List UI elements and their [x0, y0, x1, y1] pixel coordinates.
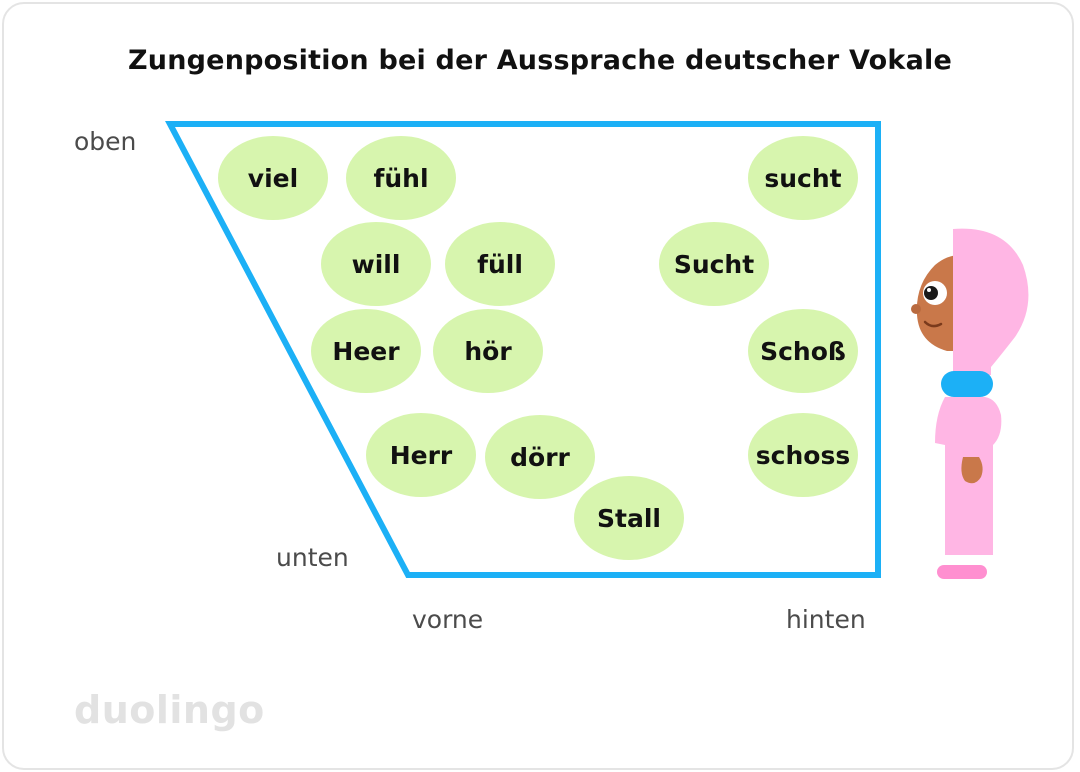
vowel-word: Heer — [311, 309, 421, 393]
vowel-word: füll — [445, 222, 555, 306]
label-front: vorne — [412, 605, 484, 634]
duolingo-logo: duolingo — [74, 688, 265, 732]
vowel-word: fühl — [346, 136, 456, 220]
character-illustration — [911, 228, 1029, 579]
vowel-word: dörr — [485, 415, 595, 499]
label-bottom: unten — [276, 543, 349, 572]
vowel-word: will — [321, 222, 431, 306]
vowel-word: Sucht — [659, 222, 769, 306]
vowel-word: Stall — [574, 476, 684, 560]
label-back: hinten — [786, 605, 866, 634]
diagram-title: Zungenposition bei der Aussprache deutsc… — [128, 45, 952, 76]
vowel-word: Herr — [366, 413, 476, 497]
vowel-word: schoss — [748, 413, 858, 497]
vowel-word: Schoß — [748, 309, 858, 393]
vowel-word: sucht — [748, 136, 858, 220]
vowel-word: hör — [433, 309, 543, 393]
label-top: oben — [74, 127, 137, 156]
vowel-word: viel — [218, 136, 328, 220]
